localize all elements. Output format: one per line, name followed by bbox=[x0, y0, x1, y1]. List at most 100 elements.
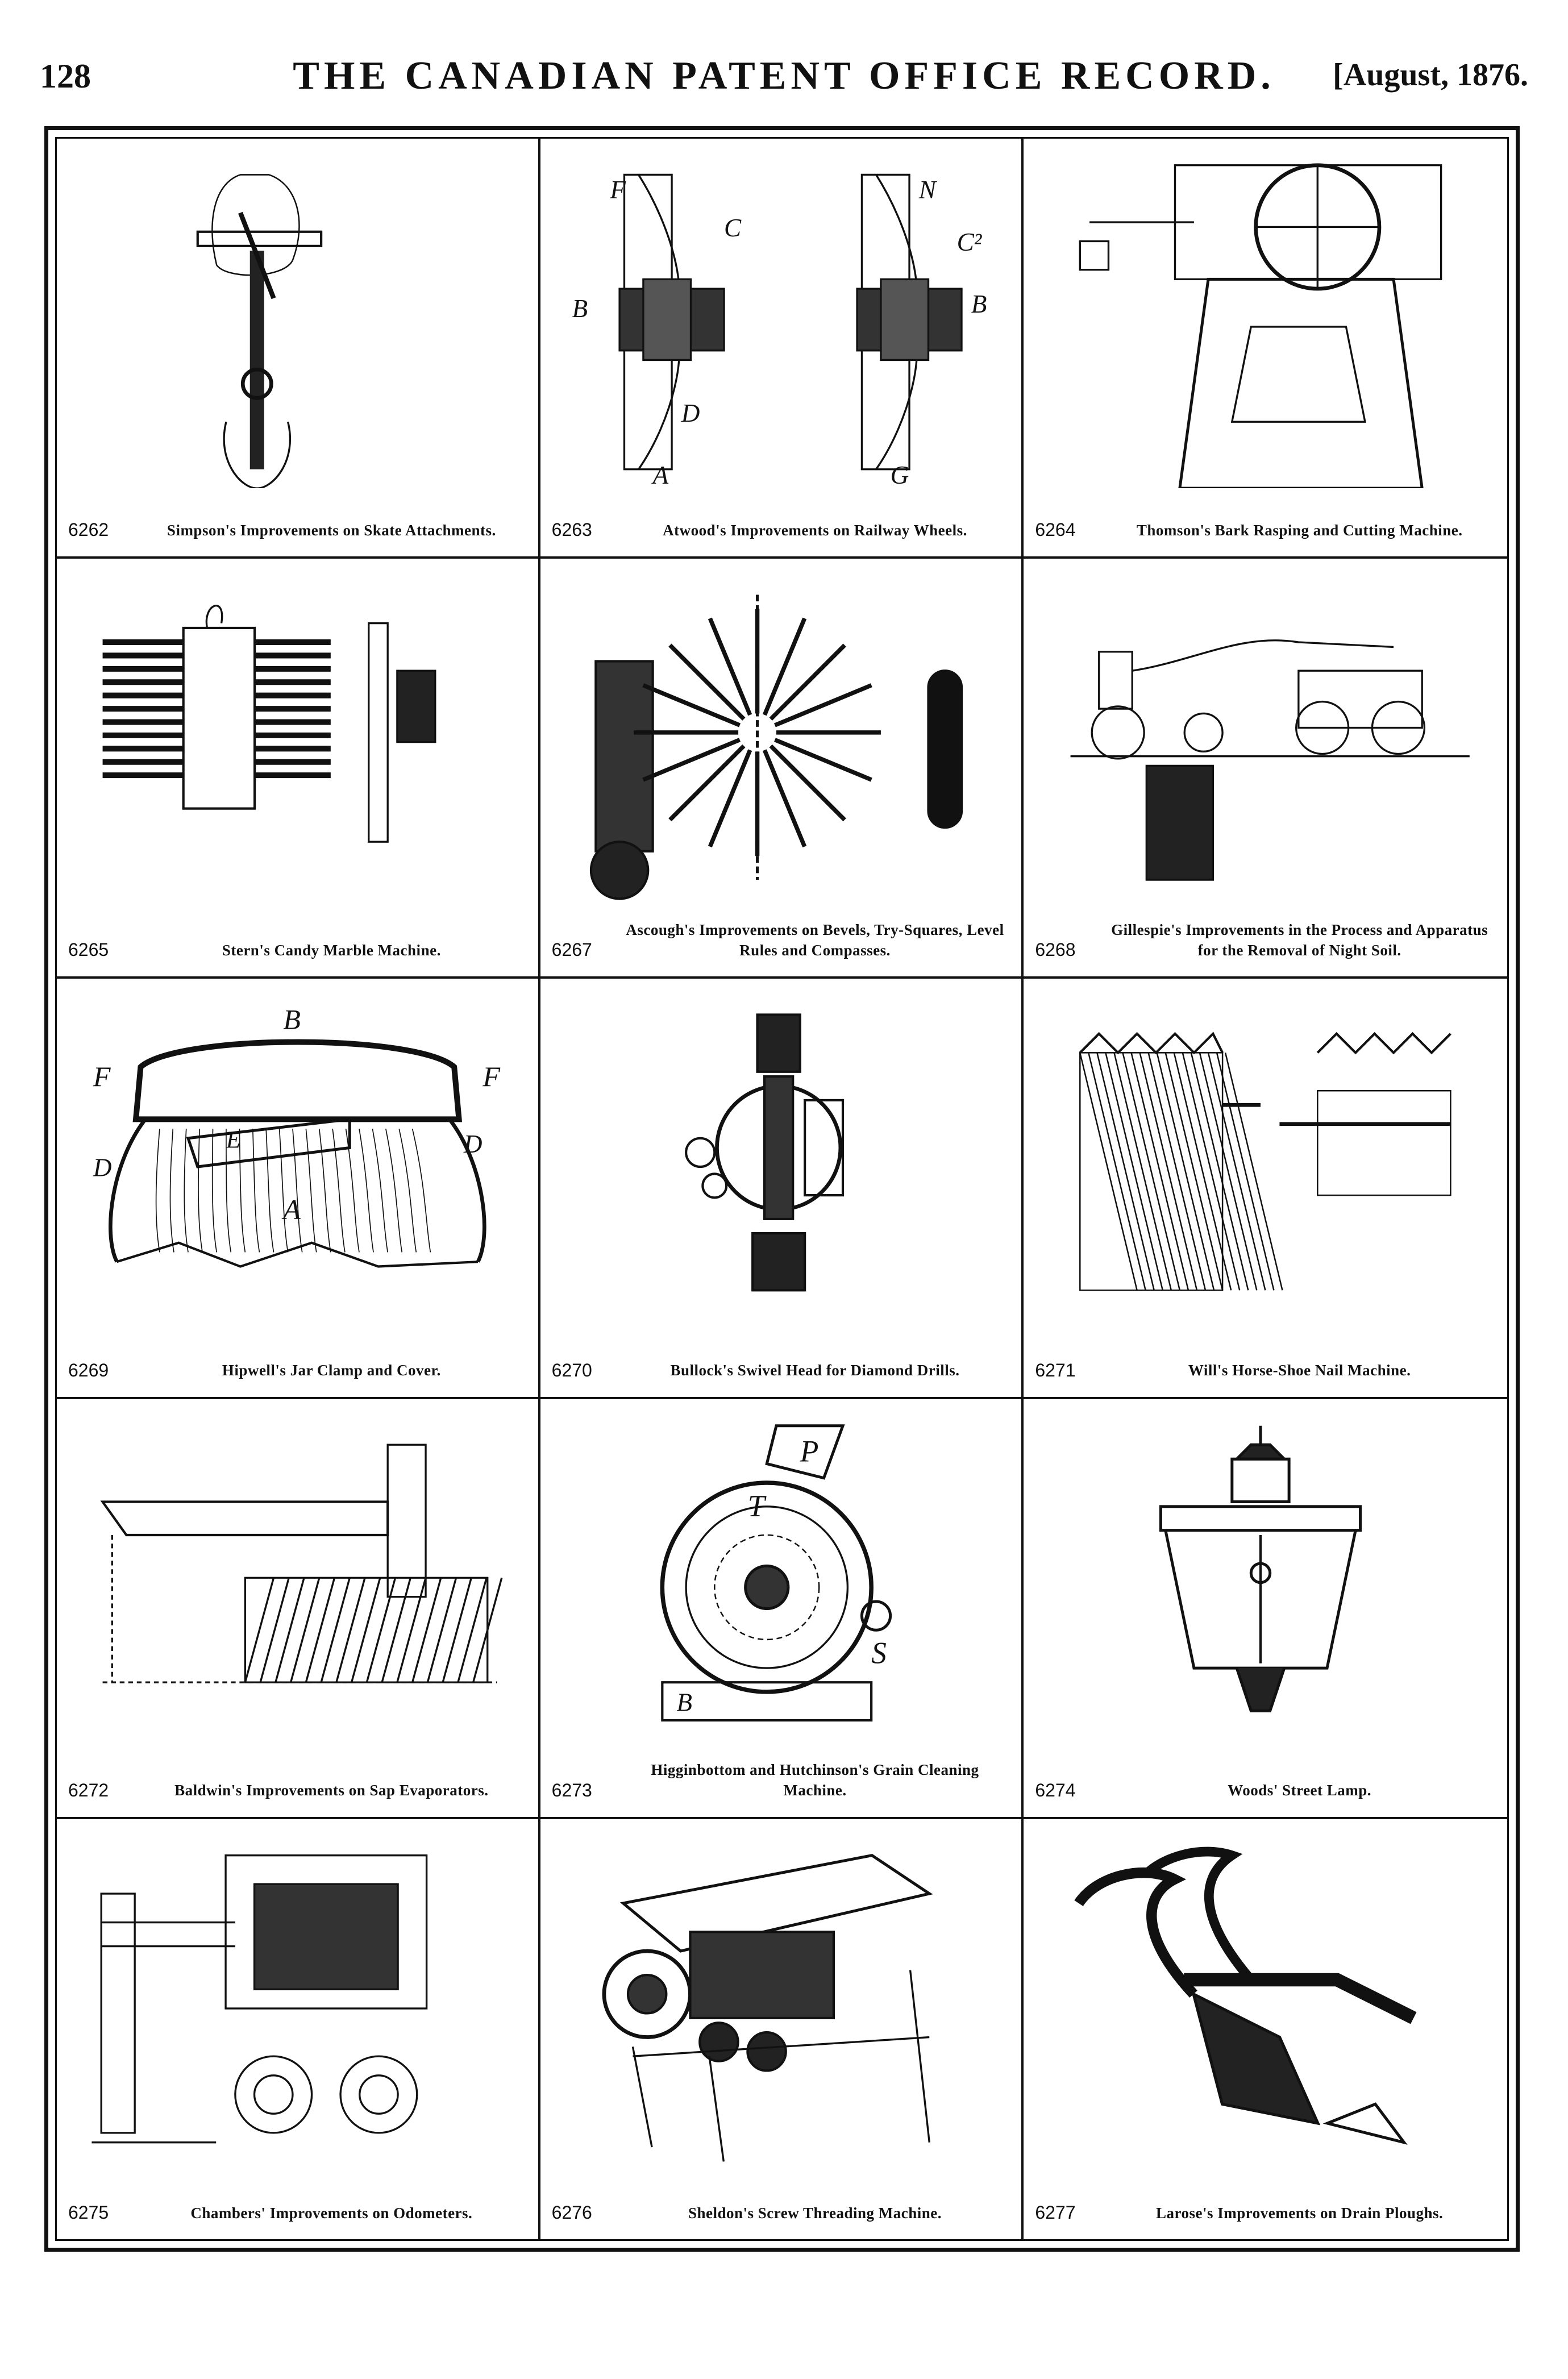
patent-illustration bbox=[1046, 156, 1484, 490]
patent-caption: 6269 Hipwell's Jar Clamp and Cover. bbox=[68, 1360, 527, 1381]
patent-drawing bbox=[1079, 163, 1442, 490]
patent-drawing bbox=[684, 1013, 844, 1292]
patent-illustration bbox=[80, 156, 515, 489]
patent-cell: 6276 Sheldon's Screw Threading Machine. bbox=[540, 1819, 1024, 2239]
patent-number: 6265 bbox=[68, 939, 109, 960]
patent-drawing bbox=[589, 594, 963, 900]
patent-number: 6276 bbox=[551, 2202, 592, 2223]
patent-illustration bbox=[80, 576, 515, 908]
figure-label: N bbox=[918, 176, 937, 204]
issue-date: [August, 1876. bbox=[1333, 57, 1528, 93]
plate-frame: 6262 Simpson's Improvements on Skate Att… bbox=[44, 126, 1520, 2252]
patent-cell: 6272 Baldwin's Improvements on Sap Evapo… bbox=[57, 1399, 540, 1819]
patent-drawing bbox=[102, 605, 436, 843]
figure-label: A bbox=[281, 1193, 301, 1225]
patent-title: Larose's Improvements on Drain Ploughs. bbox=[1156, 2204, 1444, 2222]
patent-caption: 6276 Sheldon's Screw Threading Machine. bbox=[552, 2202, 1010, 2223]
patent-title: Baldwin's Improvements on Sap Evaporator… bbox=[174, 1782, 489, 1799]
patent-caption: 6268 Gillespie's Improvements in the Pro… bbox=[1035, 920, 1496, 961]
patent-number: 6274 bbox=[1035, 1779, 1076, 1800]
figure-label: S bbox=[871, 1636, 887, 1670]
patent-illustration bbox=[80, 1836, 515, 2171]
patent-number: 6275 bbox=[68, 2202, 109, 2223]
patent-caption: 6272 Baldwin's Improvements on Sap Evapo… bbox=[68, 1780, 527, 1801]
patent-drawing: PT S B bbox=[660, 1424, 892, 1721]
patent-illustration bbox=[1046, 1836, 1484, 2171]
figure-label: G bbox=[890, 461, 909, 488]
patent-number: 6272 bbox=[68, 1779, 109, 1800]
patent-cell: 6277 Larose's Improvements on Drain Plou… bbox=[1024, 1819, 1507, 2239]
figure-label: B bbox=[283, 1004, 301, 1035]
patent-number: 6262 bbox=[68, 519, 109, 540]
patent-illustration bbox=[1046, 1416, 1484, 1749]
patent-title: Thomson's Bark Rasping and Cutting Machi… bbox=[1136, 521, 1463, 539]
figure-label: B bbox=[971, 290, 987, 318]
patent-number: 6264 bbox=[1035, 519, 1076, 540]
patent-title: Sheldon's Screw Threading Machine. bbox=[688, 2204, 942, 2222]
patent-number: 6273 bbox=[551, 1779, 592, 1800]
patent-title: Hipwell's Jar Clamp and Cover. bbox=[222, 1362, 441, 1379]
plate-inner-frame: 6262 Simpson's Improvements on Skate Att… bbox=[55, 137, 1509, 2241]
page-number: 128 bbox=[40, 57, 91, 95]
figure-label: D bbox=[93, 1154, 112, 1182]
patent-drawing bbox=[1070, 639, 1470, 881]
patent-cell: 6265 Stern's Candy Marble Machine. bbox=[57, 559, 540, 979]
patent-drawing bbox=[91, 1854, 428, 2144]
patent-illustration bbox=[1046, 996, 1484, 1328]
figure-label: T bbox=[747, 1488, 766, 1523]
page-header: 128 THE CANADIAN PATENT OFFICE RECORD. [… bbox=[40, 54, 1528, 108]
figure-label: D bbox=[463, 1130, 483, 1158]
patent-illustration bbox=[1046, 576, 1484, 908]
figure-label: F bbox=[609, 176, 626, 204]
patent-title: Bullock's Swivel Head for Diamond Drills… bbox=[670, 1362, 960, 1379]
patent-title: Stern's Candy Marble Machine. bbox=[222, 941, 441, 959]
patent-number: 6277 bbox=[1035, 2202, 1076, 2223]
figure-label: A bbox=[651, 461, 668, 488]
patent-title: Atwood's Improvements on Railway Wheels. bbox=[663, 521, 967, 539]
figure-label: P bbox=[799, 1434, 818, 1468]
patent-number: 6270 bbox=[551, 1359, 592, 1380]
patent-caption: 6275 Chambers' Improvements on Odometers… bbox=[68, 2202, 527, 2223]
patent-cell: B F F E D D A 6269 Hipwell's Jar Clamp and Co… bbox=[57, 979, 540, 1399]
figure-label: F bbox=[482, 1060, 501, 1092]
patent-title: Gillespie's Improvements in the Process … bbox=[1111, 921, 1488, 959]
patent-number: 6268 bbox=[1035, 939, 1076, 960]
patent-illustration: B F F E D D A bbox=[80, 996, 515, 1328]
patent-caption: 6264 Thomson's Bark Rasping and Cutting … bbox=[1035, 519, 1496, 540]
patent-illustration bbox=[563, 576, 999, 908]
patent-title: Chambers' Improvements on Odometers. bbox=[190, 2204, 473, 2222]
patent-drawing bbox=[1079, 1032, 1452, 1291]
patent-title: Simpson's Improvements on Skate Attachme… bbox=[167, 521, 496, 539]
patent-drawing bbox=[1074, 1846, 1417, 2145]
patent-cell: 6262 Simpson's Improvements on Skate Att… bbox=[57, 139, 540, 559]
patent-title: Woods' Street Lamp. bbox=[1228, 1782, 1372, 1799]
patent-cell: 6274 Woods' Street Lamp. bbox=[1024, 1399, 1507, 1819]
patent-number: 6263 bbox=[551, 519, 592, 540]
figure-label: E bbox=[226, 1128, 241, 1154]
patent-caption: 6277 Larose's Improvements on Drain Plou… bbox=[1035, 2202, 1496, 2223]
patent-number: 6271 bbox=[1035, 1359, 1076, 1380]
patent-drawing bbox=[196, 174, 323, 489]
patent-title: Will's Horse-Shoe Nail Machine. bbox=[1188, 1362, 1411, 1379]
figure-label: B bbox=[676, 1688, 692, 1716]
patent-caption: 6265 Stern's Candy Marble Machine. bbox=[68, 939, 527, 960]
patent-title: Higginbottom and Hutchinson's Grain Clea… bbox=[651, 1761, 979, 1799]
patent-caption: 6263 Atwood's Improvements on Railway Wh… bbox=[552, 519, 1010, 540]
figure-label: B bbox=[572, 294, 588, 323]
patent-illustration bbox=[80, 1416, 515, 1749]
patent-number: 6269 bbox=[68, 1359, 109, 1380]
patent-title: Ascough's Improvements on Bevels, Try-Sq… bbox=[626, 921, 1004, 959]
figure-label: C² bbox=[956, 228, 982, 256]
patent-cell: 6270 Bullock's Swivel Head for Diamond D… bbox=[540, 979, 1024, 1399]
patent-drawing bbox=[100, 1444, 503, 1683]
figure-label: F bbox=[93, 1060, 111, 1092]
patent-caption: 6270 Bullock's Swivel Head for Diamond D… bbox=[552, 1360, 1010, 1381]
patent-number: 6267 bbox=[551, 939, 592, 960]
patent-illustration bbox=[563, 1836, 999, 2171]
patent-caption: 6274 Woods' Street Lamp. bbox=[1035, 1780, 1496, 1801]
patent-cell: 6264 Thomson's Bark Rasping and Cutting … bbox=[1024, 139, 1507, 559]
